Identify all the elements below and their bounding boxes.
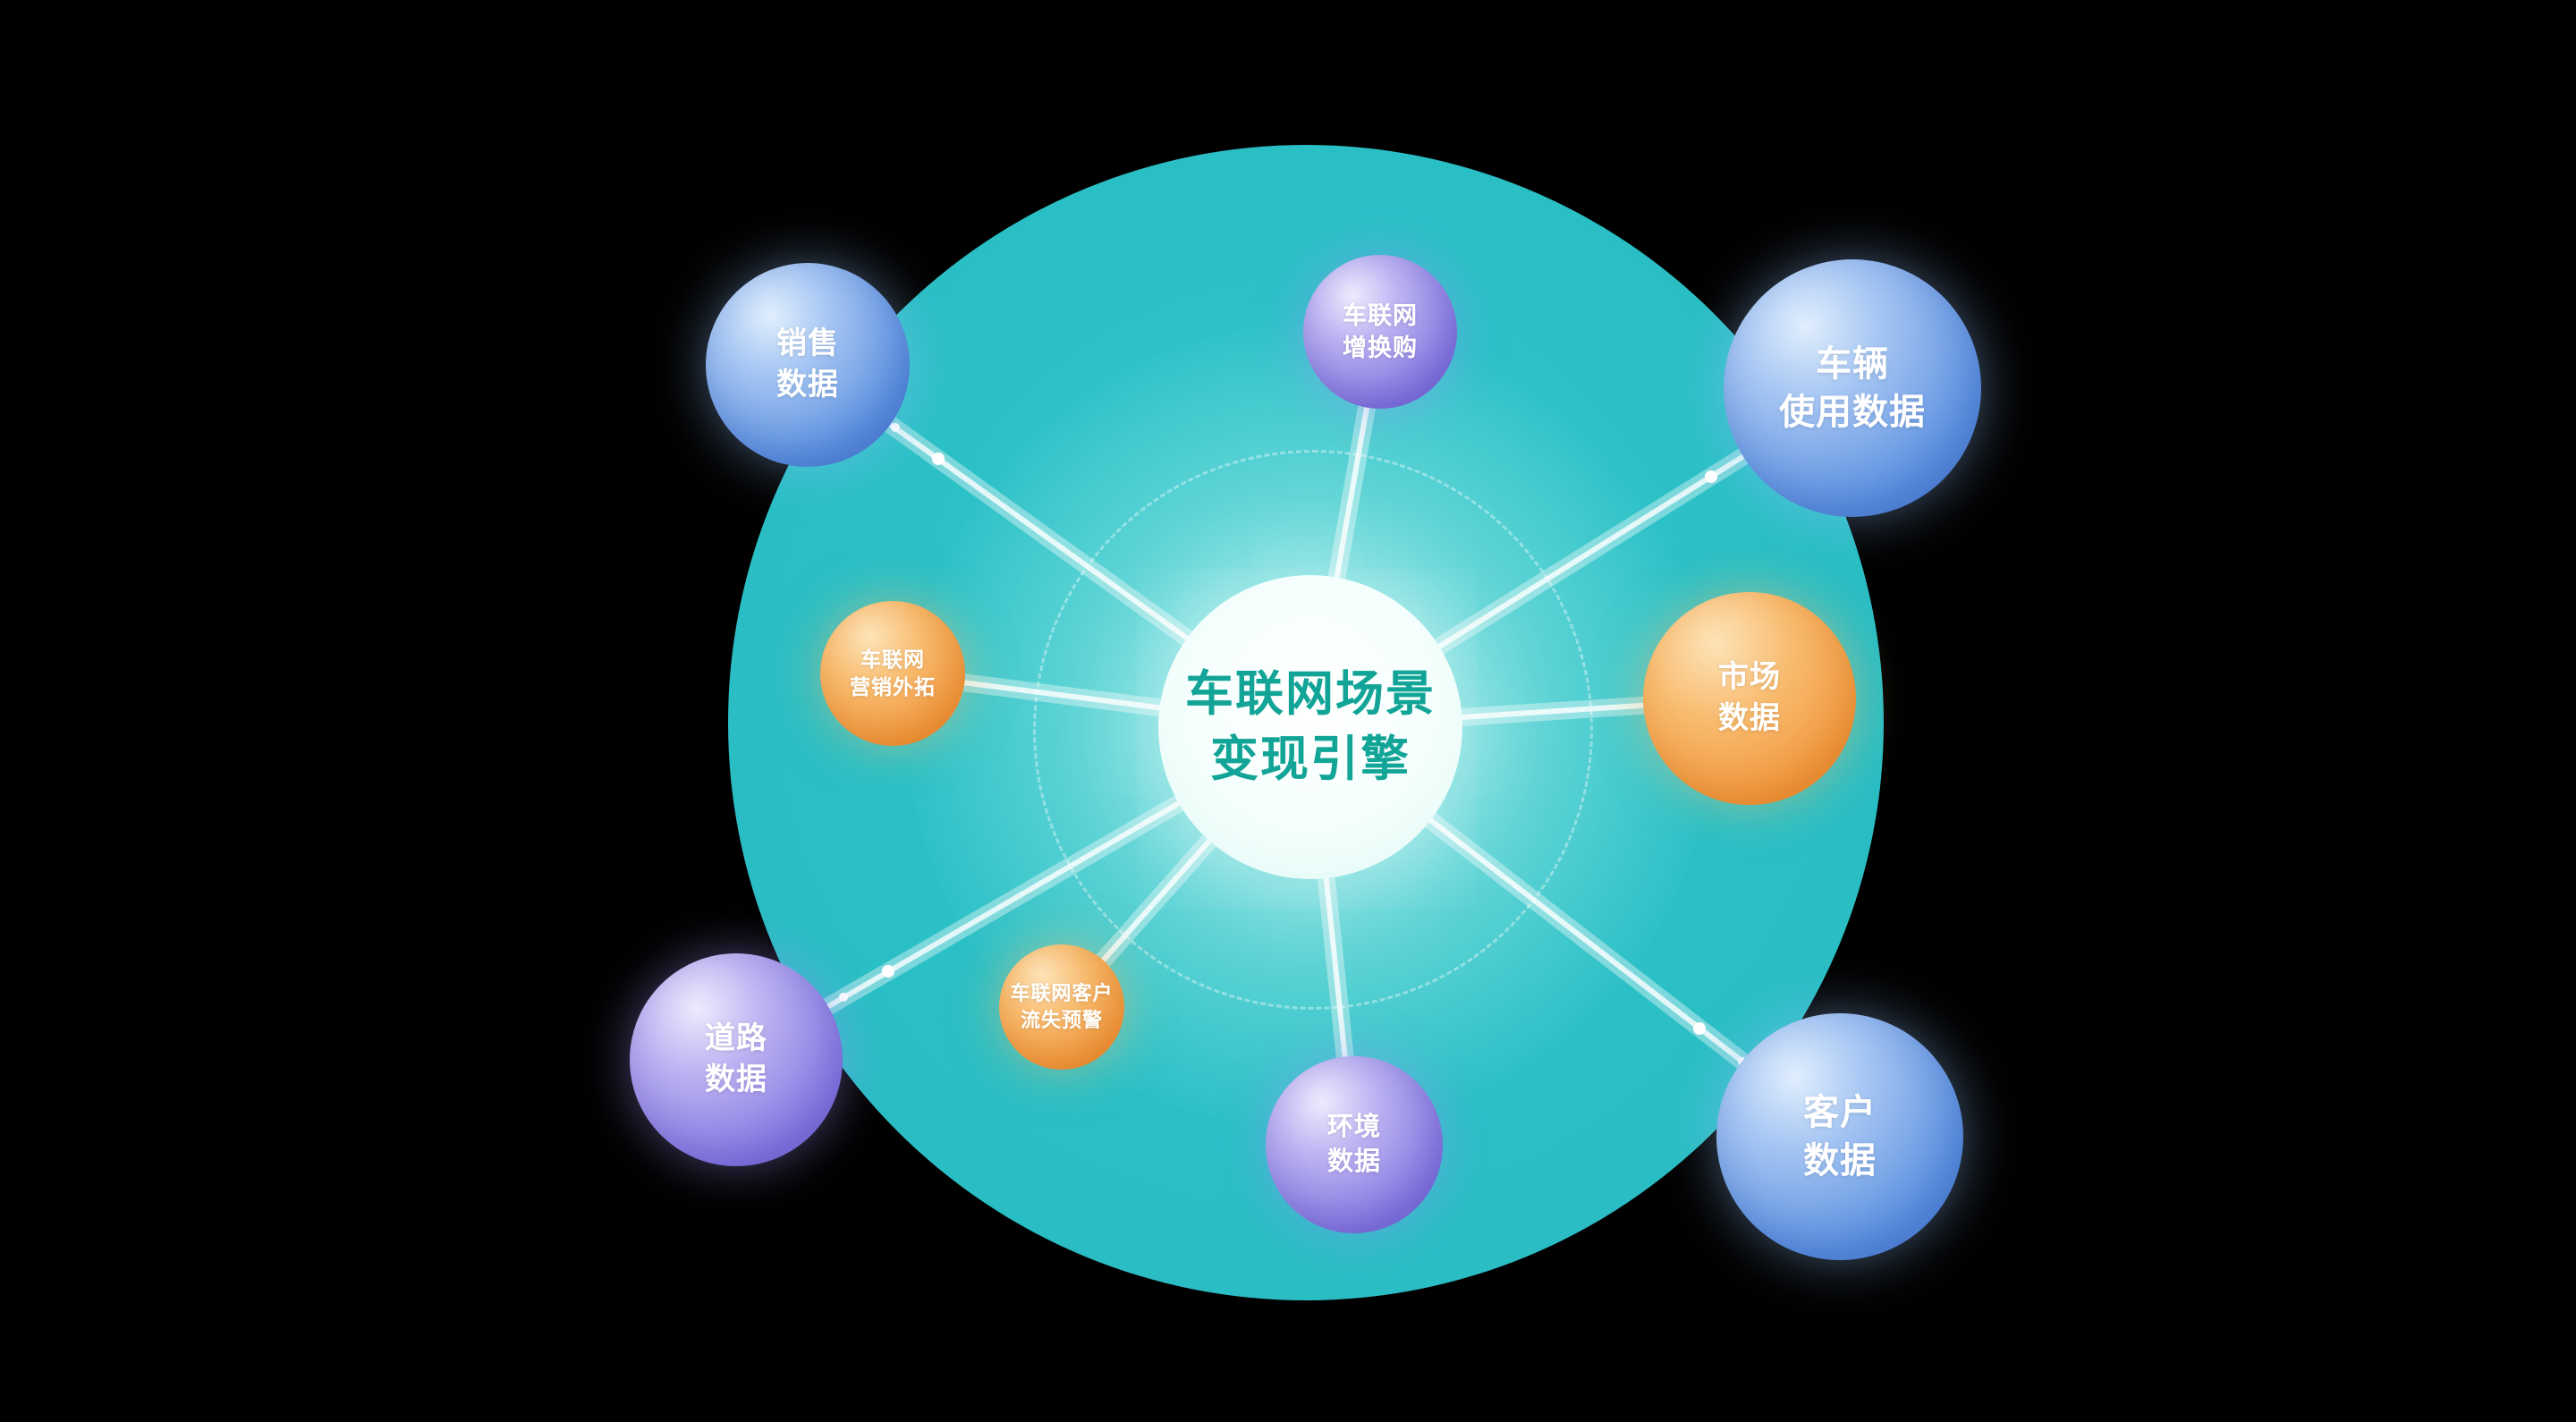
node-customer-data: 客户 数据 xyxy=(1716,1013,1963,1260)
beam-dot xyxy=(932,453,945,465)
node-road-data-label: 道路 数据 xyxy=(705,1021,767,1096)
node-iov-churn-warning-label: 车联网客户 流失预警 xyxy=(1010,982,1114,1031)
node-iov-marketing-label: 车联网 营销外拓 xyxy=(850,647,936,698)
node-market-data-label: 市场 数据 xyxy=(1718,660,1781,735)
beam-dot xyxy=(839,993,848,1002)
node-iov-trade-in: 车联网 增换购 xyxy=(1303,255,1457,409)
beam-dot xyxy=(882,965,894,978)
center-engine-label: 车联网场景 变现引擎 xyxy=(1185,667,1436,786)
beam-dot xyxy=(1693,1022,1706,1035)
node-iov-marketing: 车联网 营销外拓 xyxy=(820,601,965,746)
beam-dot xyxy=(1705,470,1717,483)
node-sales-data-label: 销售 数据 xyxy=(776,326,839,402)
node-environment-data: 环境 数据 xyxy=(1266,1056,1443,1233)
center-engine-node: 车联网场景 变现引擎 xyxy=(1158,575,1462,879)
beam-dot xyxy=(891,423,900,432)
node-road-data: 道路 数据 xyxy=(630,953,843,1166)
node-sales-data: 销售 数据 xyxy=(706,263,910,467)
node-vehicle-usage-data: 车辆 使用数据 xyxy=(1724,259,1981,517)
node-iov-trade-in-label: 车联网 增换购 xyxy=(1343,301,1418,361)
dashed-ring xyxy=(1033,450,1593,1010)
node-customer-data-label: 客户 数据 xyxy=(1803,1093,1877,1181)
node-environment-data-label: 环境 数据 xyxy=(1326,1112,1381,1176)
node-vehicle-usage-data-label: 车辆 使用数据 xyxy=(1779,344,1926,432)
node-market-data: 市场 数据 xyxy=(1643,592,1856,805)
node-iov-churn-warning: 车联网客户 流失预警 xyxy=(999,944,1124,1070)
